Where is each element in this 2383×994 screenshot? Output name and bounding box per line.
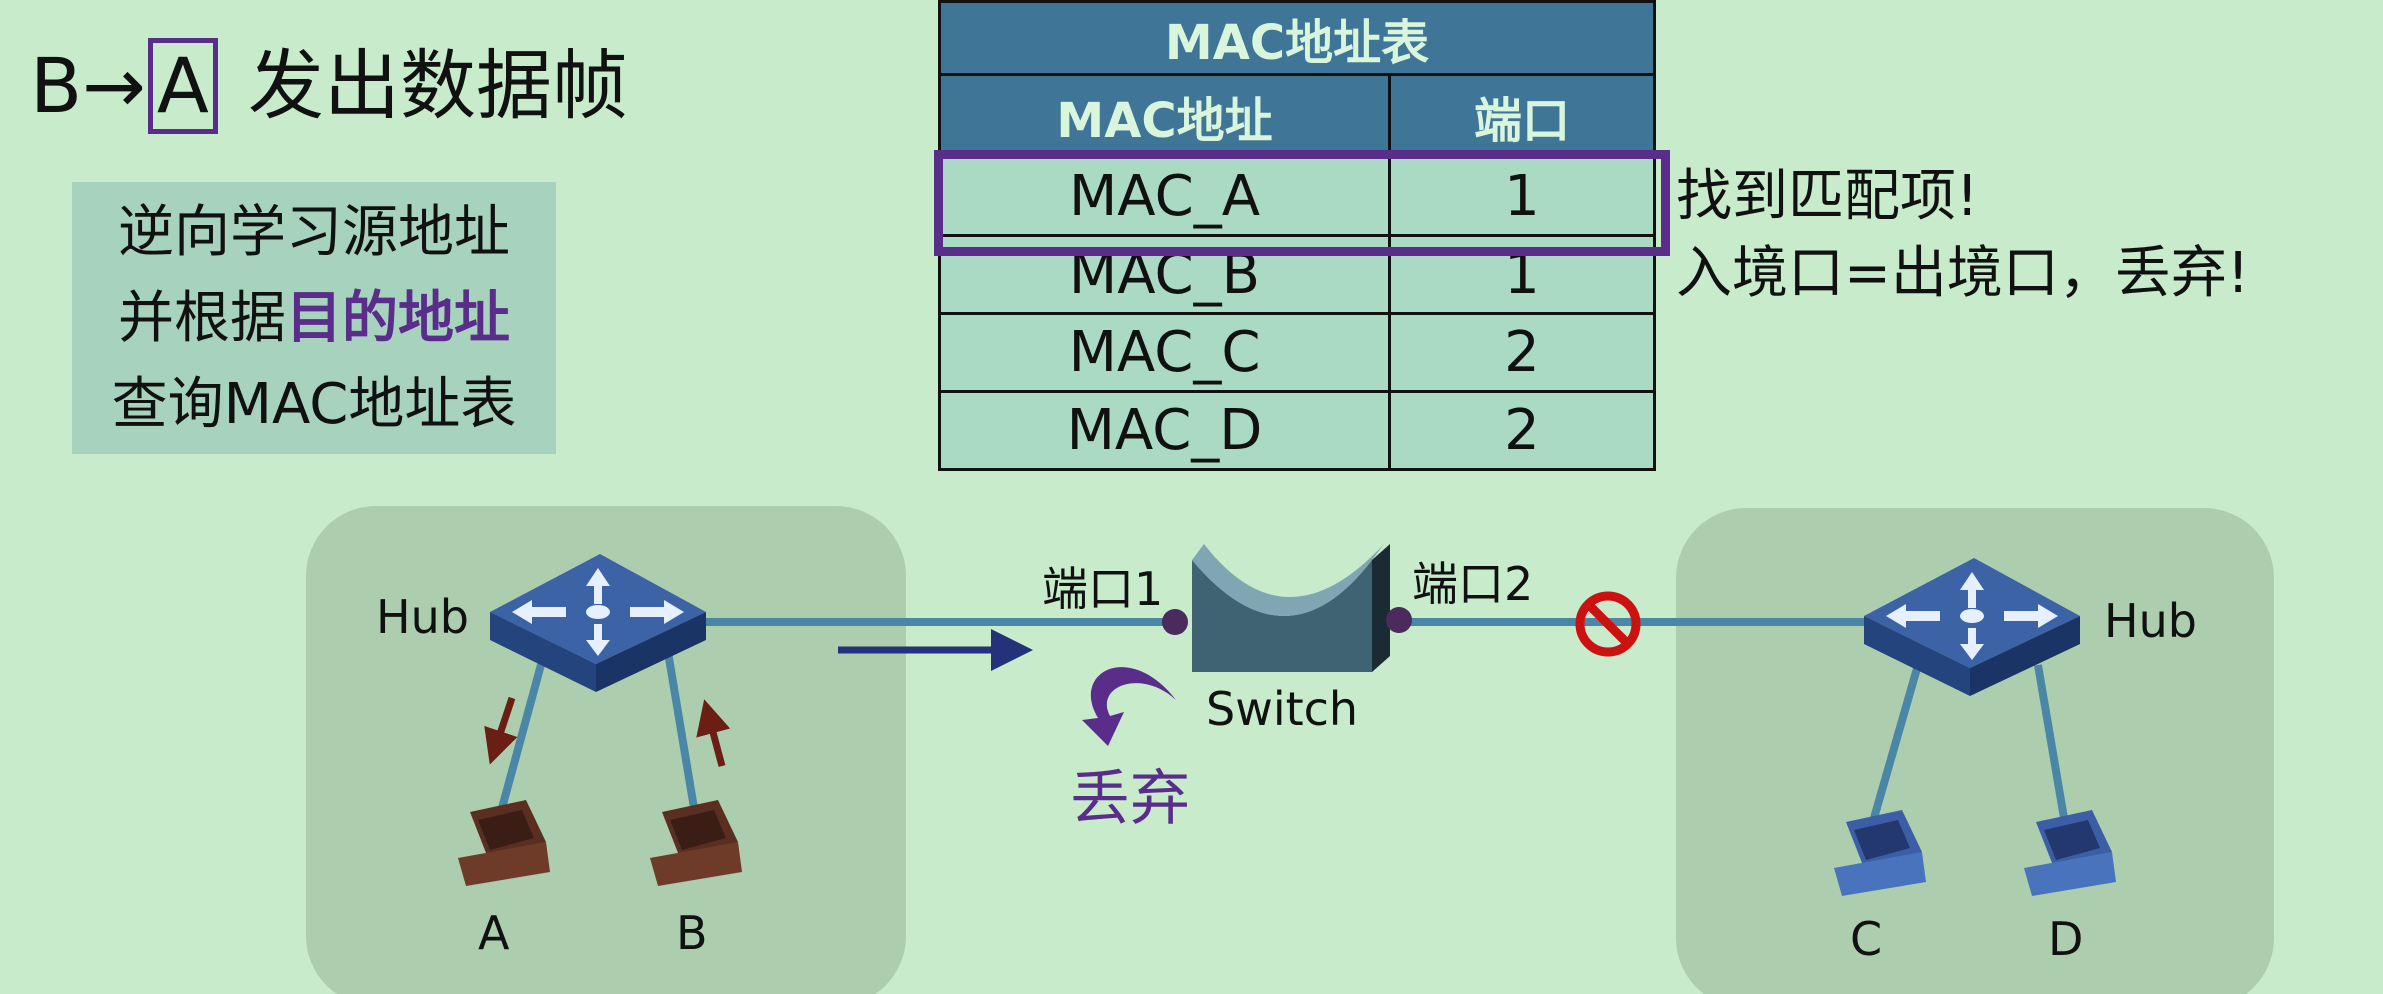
- match-note-line-1: 找到匹配项!: [1676, 164, 1979, 229]
- left-segment-area: [306, 506, 906, 994]
- computer-c-icon: [1834, 810, 1926, 896]
- header-mac: MAC地址: [938, 73, 1391, 159]
- upward-arrow-icon: [696, 699, 731, 767]
- table-row: MAC_C 2: [938, 312, 1656, 393]
- computer-d-icon: [2024, 810, 2116, 896]
- link-hub-b: [664, 651, 698, 809]
- header-port: 端口: [1388, 73, 1656, 159]
- cell-port: 1: [1388, 156, 1656, 237]
- page-title: B→A 发出数据帧: [30, 38, 628, 134]
- info-box: 逆向学习源地址 并根据目的地址 查询MAC地址表: [72, 182, 556, 454]
- cell-port: 2: [1388, 312, 1656, 393]
- left-hub-label: Hub: [376, 590, 469, 644]
- info-line-1: 逆向学习源地址: [118, 200, 510, 265]
- match-note: 找到匹配项! 入境口=出境口，丢弃!: [1676, 158, 2249, 312]
- switch-icon: [1192, 544, 1390, 672]
- link-hub-c: [1870, 663, 1922, 820]
- right-segment-area: [1676, 508, 2274, 994]
- cell-mac: MAC_A: [938, 156, 1391, 237]
- switch-label: Switch: [1206, 682, 1359, 736]
- hub-right-icon: [1864, 558, 2080, 696]
- downward-arrow-icon: [484, 696, 518, 765]
- link-hub-d: [2034, 664, 2068, 819]
- info-line-2-plain: 并根据: [118, 286, 286, 351]
- port2-label: 端口2: [1412, 557, 1534, 611]
- cell-mac: MAC_C: [938, 312, 1391, 393]
- cell-port: 2: [1388, 390, 1656, 471]
- info-line-3: 查询MAC地址表: [111, 372, 517, 437]
- table-row: MAC_A 1: [938, 156, 1656, 237]
- match-note-line-2: 入境口=出境口，丢弃!: [1676, 241, 2250, 306]
- host-c-label: C: [1850, 912, 1883, 966]
- title-highlight-box: A: [147, 38, 218, 134]
- port2-dot: [1386, 607, 1412, 633]
- info-line-2: 并根据目的地址: [72, 276, 556, 362]
- computer-b-icon: [650, 800, 742, 886]
- table-row: MAC_D 2: [938, 390, 1656, 471]
- blocked-sign-icon: [1575, 591, 1641, 657]
- port1-dot: [1162, 609, 1188, 635]
- match-highlight-box: [934, 150, 1670, 256]
- hub-left-icon: [490, 554, 706, 692]
- discard-label: 丢弃: [1070, 764, 1190, 834]
- port1-label: 端口1: [1042, 562, 1164, 616]
- host-a-label: A: [478, 906, 510, 960]
- info-line-2-highlight: 目的地址: [286, 286, 510, 351]
- host-d-label: D: [2048, 912, 2084, 966]
- right-hub-label: Hub: [2104, 594, 2197, 648]
- host-b-label: B: [676, 906, 708, 960]
- title-prefix: B→: [30, 41, 146, 130]
- link-hub-a: [498, 648, 549, 810]
- discard-arrow-icon: [1082, 667, 1176, 746]
- table-caption: MAC地址表: [938, 0, 1656, 76]
- title-suffix: 发出数据帧: [223, 41, 628, 130]
- cell-mac: MAC_D: [938, 390, 1391, 471]
- computer-a-icon: [458, 800, 550, 886]
